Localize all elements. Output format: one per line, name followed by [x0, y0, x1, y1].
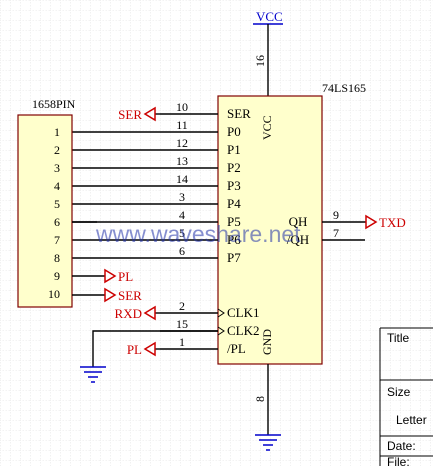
ic-pin-number: 6 [179, 244, 185, 258]
title-label: Title [387, 331, 410, 345]
net-rxd: RXD [115, 305, 160, 321]
net-txd: TXD [365, 214, 406, 230]
net-ser-top: SER [118, 106, 160, 122]
ic-pin-clk1: 2 CLK1 [160, 299, 260, 320]
ic-pin-nqh: 7/QH [287, 226, 365, 247]
ic-gnd-label: GND [260, 329, 274, 355]
ic-74ls165: 74LS165 VCC GND [217, 81, 366, 365]
ic-pin-number: 10 [176, 100, 188, 114]
ic-body [217, 95, 323, 365]
ic-pin-number: 12 [176, 136, 188, 150]
net-pl-connector: PL [72, 268, 133, 284]
vcc-label: VCC [256, 9, 283, 24]
ic-pin-p3: 14 P3 [72, 172, 241, 193]
ic-pin-p2: 13 P2 [72, 154, 241, 175]
net-txd-text: TXD [379, 215, 406, 230]
vcc-pin-number: 16 [253, 55, 267, 67]
connector-body [17, 114, 73, 308]
net-labels: SER PL SER TXD RXD PL [72, 106, 406, 357]
ic-pin-p4: 3 P4 [72, 190, 241, 211]
ic-pin-number: 2 [179, 299, 185, 313]
connector-pin-number: 4 [54, 179, 60, 193]
net-rxd-text: RXD [115, 306, 142, 321]
net-ser-top-text: SER [118, 107, 142, 122]
connector-pin-number: 1 [54, 125, 60, 139]
ic-pin-name: CLK2 [227, 323, 260, 338]
vcc-power-port: VCC 16 [253, 9, 283, 96]
chip-ground: 8 [253, 364, 281, 451]
connector-pin-number: 7 [54, 233, 60, 247]
watermark: www.waveshare.net [95, 221, 301, 247]
ic-pin-name: P4 [227, 196, 241, 211]
ic-pin-number: 9 [333, 208, 339, 222]
ic-pin-number: 7 [333, 226, 339, 240]
ic-pin-number: 14 [176, 172, 188, 186]
ic-pin-p6: 5 P6 [72, 226, 241, 247]
connector-ground [80, 366, 106, 383]
ic-pin-npl: 1/PL [160, 335, 246, 356]
ic-pin-qh: 9 QH [289, 208, 365, 229]
ic-pin-number: 13 [176, 154, 188, 168]
ic-vcc-label: VCC [260, 115, 274, 140]
ic-pin-name: P2 [227, 160, 241, 175]
connector-pins: 1 2 3 4 5 6 7 8 9 10 [48, 125, 60, 301]
ic-pin-name: P1 [227, 142, 241, 157]
ic-pin-name: P7 [227, 250, 241, 265]
ic-pin-name: QH [289, 214, 308, 229]
title-block: Title Size Letter Date: File: [379, 327, 433, 466]
ic-pin-number: 11 [176, 118, 188, 132]
date-label: Date: [387, 439, 416, 453]
ic-pin-number: 4 [179, 208, 185, 222]
wires [72, 221, 218, 367]
connector-pin-number: 8 [54, 251, 60, 265]
ic-pin-number: 3 [179, 190, 185, 204]
connector-1658pin: 1658PIN [17, 97, 76, 308]
connector-pin-number: 5 [54, 197, 60, 211]
gnd-pin-number: 8 [253, 396, 267, 402]
net-ser-connector: SER [72, 287, 142, 303]
connector-pin-number: 2 [54, 143, 60, 157]
ic-name: 74LS165 [322, 81, 366, 95]
ic-pin-name: SER [227, 106, 251, 121]
ic-pin-name: P0 [227, 124, 241, 139]
size-value: Letter [396, 413, 427, 427]
ic-pin-p1: 12 P1 [72, 136, 241, 157]
connector-pin-number: 9 [54, 269, 60, 283]
net-pl-chip: PL [127, 341, 160, 357]
ic-pin-number: 5 [179, 226, 185, 240]
ic-pin-p7: 6 P7 [72, 244, 241, 265]
connector-pin-number: 6 [54, 215, 60, 229]
ic-pin-p0: 11 P0 [72, 118, 241, 139]
ic-pin-number: 1 [179, 335, 185, 349]
connector-title: 1658PIN [32, 97, 76, 111]
ic-pin-name: P5 [227, 214, 241, 229]
connector-pin-number: 10 [48, 287, 60, 301]
ic-pin-number: 15 [176, 317, 188, 331]
ic-pin-name: P3 [227, 178, 241, 193]
file-label: File: [387, 455, 410, 466]
ic-pin-name: /QH [287, 232, 309, 247]
ic-pin-name: P6 [227, 232, 241, 247]
ic-pin-ser: 10 SER [160, 100, 251, 121]
net-ser-connector-text: SER [118, 288, 142, 303]
connector-pin-number: 3 [54, 161, 60, 175]
ic-pin-name: CLK1 [227, 305, 260, 320]
ic-pin-name: /PL [227, 341, 246, 356]
size-label: Size [387, 385, 411, 399]
net-pl-connector-text: PL [118, 269, 133, 284]
net-pl-chip-text: PL [127, 342, 142, 357]
